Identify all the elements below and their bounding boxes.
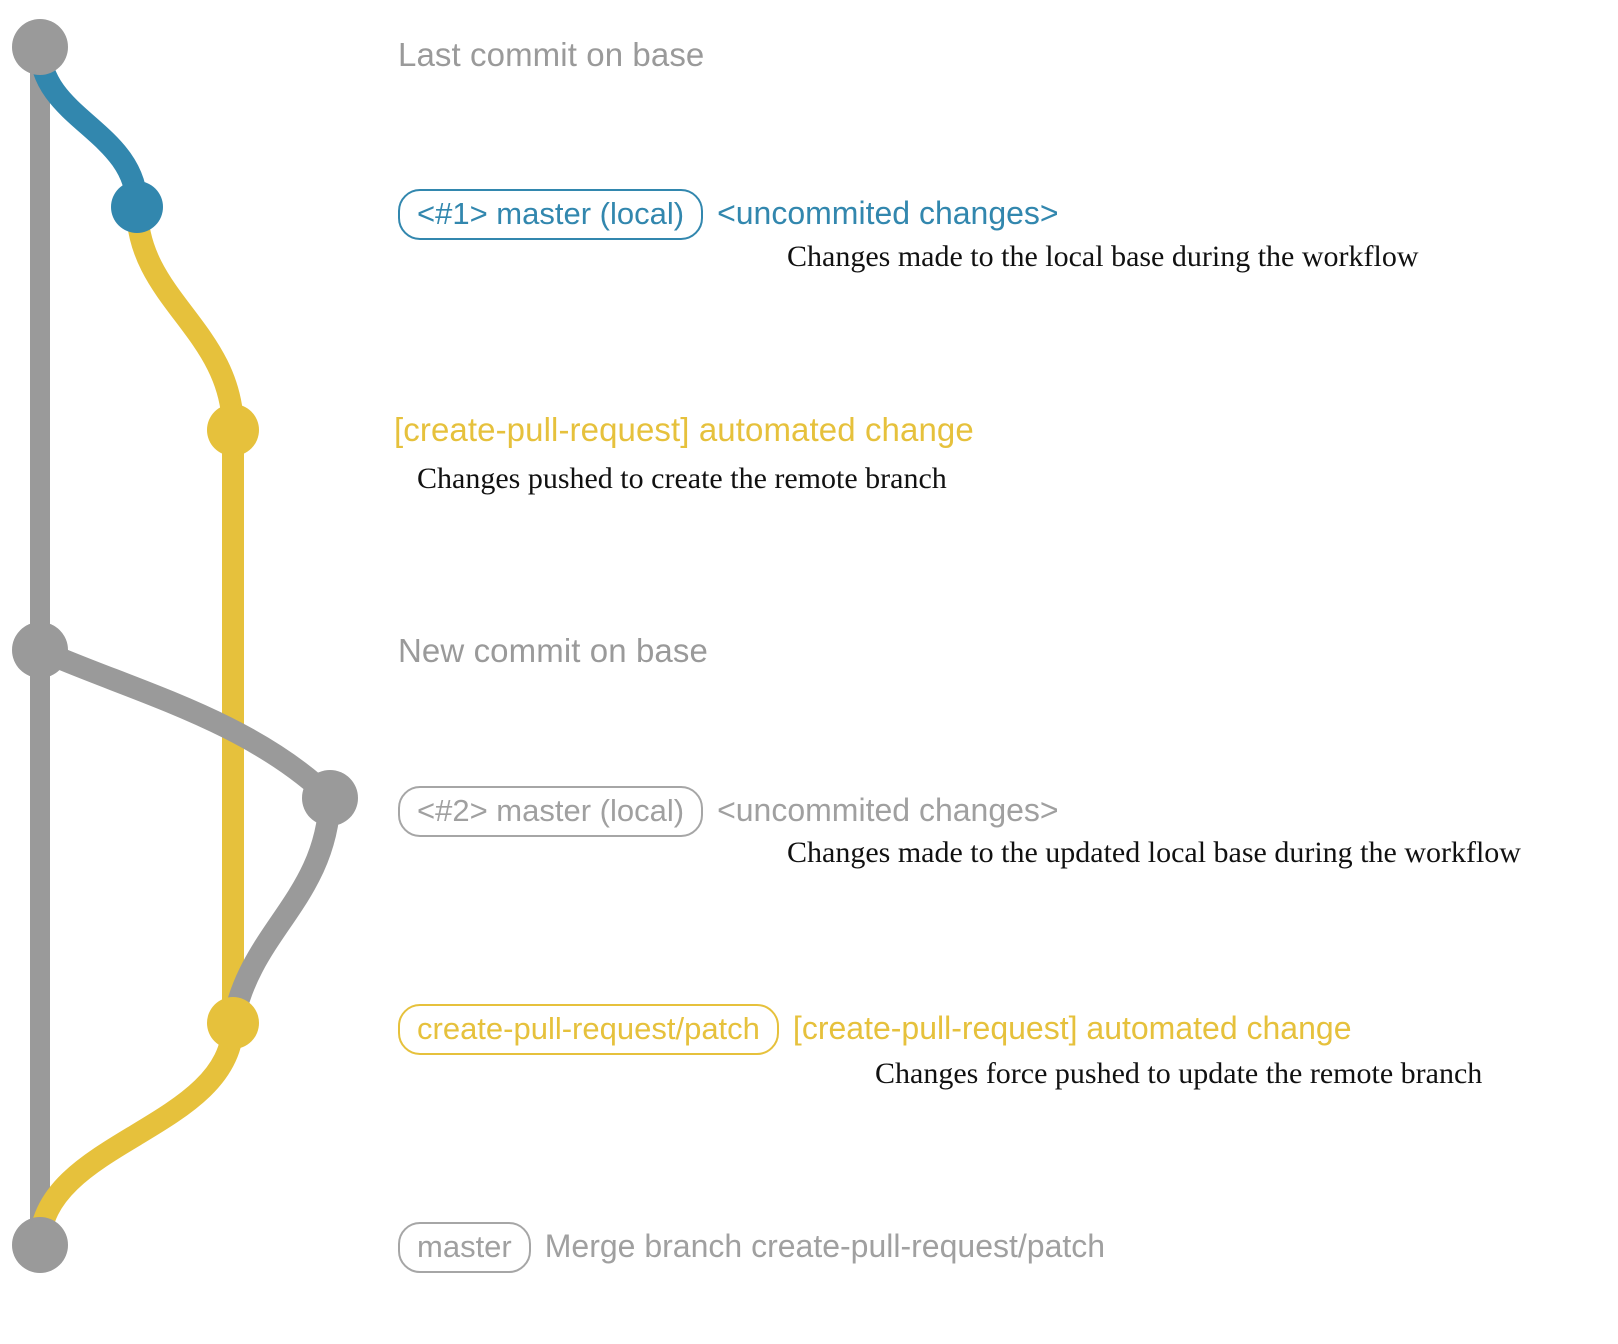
remote-branch-line-1 <box>126 196 244 1034</box>
commit-subject-new-commit-on-base: New commit on base <box>398 632 708 669</box>
detached-merge-line <box>222 787 341 1034</box>
graph-row-master-local-1: <#1> master (local) <uncommited changes> <box>398 189 1059 240</box>
commit-subject-last-commit-on-base: Last commit on base <box>398 36 705 73</box>
commit-node-automated-change-2[interactable] <box>207 997 259 1049</box>
commit-description-master-local-1: Changes made to the local base during th… <box>787 240 1419 273</box>
commit-subject-master-local-2: <uncommited changes> <box>717 792 1059 828</box>
graph-row-last-commit-on-base: Last commit on base <box>398 36 704 74</box>
commit-node-new-commit-on-base[interactable] <box>12 622 68 678</box>
ref-pill-master[interactable]: master <box>398 1222 531 1273</box>
graph-row-automated-change-1: [create-pull-request] automated change <box>394 411 974 449</box>
local-branch-line-1 <box>29 36 148 218</box>
commit-subject-automated-change-2: [create-pull-request] automated change <box>792 1010 1352 1046</box>
detached-branch-line <box>29 639 341 809</box>
commit-node-master-local-1[interactable] <box>111 181 163 233</box>
commit-subject-automated-change-1: [create-pull-request] automated change <box>394 411 974 448</box>
graph-row-master-local-2: <#2> master (local) <uncommited changes> <box>398 786 1059 837</box>
commit-description-automated-change-2: Changes force pushed to update the remot… <box>875 1057 1483 1090</box>
commit-node-merge-commit-master[interactable] <box>12 1217 68 1273</box>
graph-row-merge-commit-master: master Merge branch create-pull-request/… <box>398 1222 1105 1273</box>
commit-node-automated-change-1[interactable] <box>207 404 259 456</box>
commit-subject-master-local-1: <uncommited changes> <box>717 195 1059 231</box>
commit-description-automated-change-1: Changes pushed to create the remote bran… <box>417 462 947 495</box>
commit-description-master-local-2: Changes made to the updated local base d… <box>787 836 1521 869</box>
graph-row-automated-change-2: create-pull-request/patch [create-pull-r… <box>398 1004 1351 1055</box>
graph-row-new-commit-on-base: New commit on base <box>398 632 708 670</box>
ref-pill-create-pull-request-patch[interactable]: create-pull-request/patch <box>398 1004 779 1055</box>
commit-subject-merge-commit-master: Merge branch create-pull-request/patch <box>544 1228 1106 1264</box>
ref-pill-master-local-1[interactable]: <#1> master (local) <box>398 189 704 240</box>
ref-pill-master-local-2[interactable]: <#2> master (local) <box>398 786 704 837</box>
commit-node-master-local-2[interactable] <box>302 770 358 826</box>
commit-node-last-commit-on-base[interactable] <box>12 19 68 75</box>
remote-branch-merge-line <box>29 1012 244 1256</box>
